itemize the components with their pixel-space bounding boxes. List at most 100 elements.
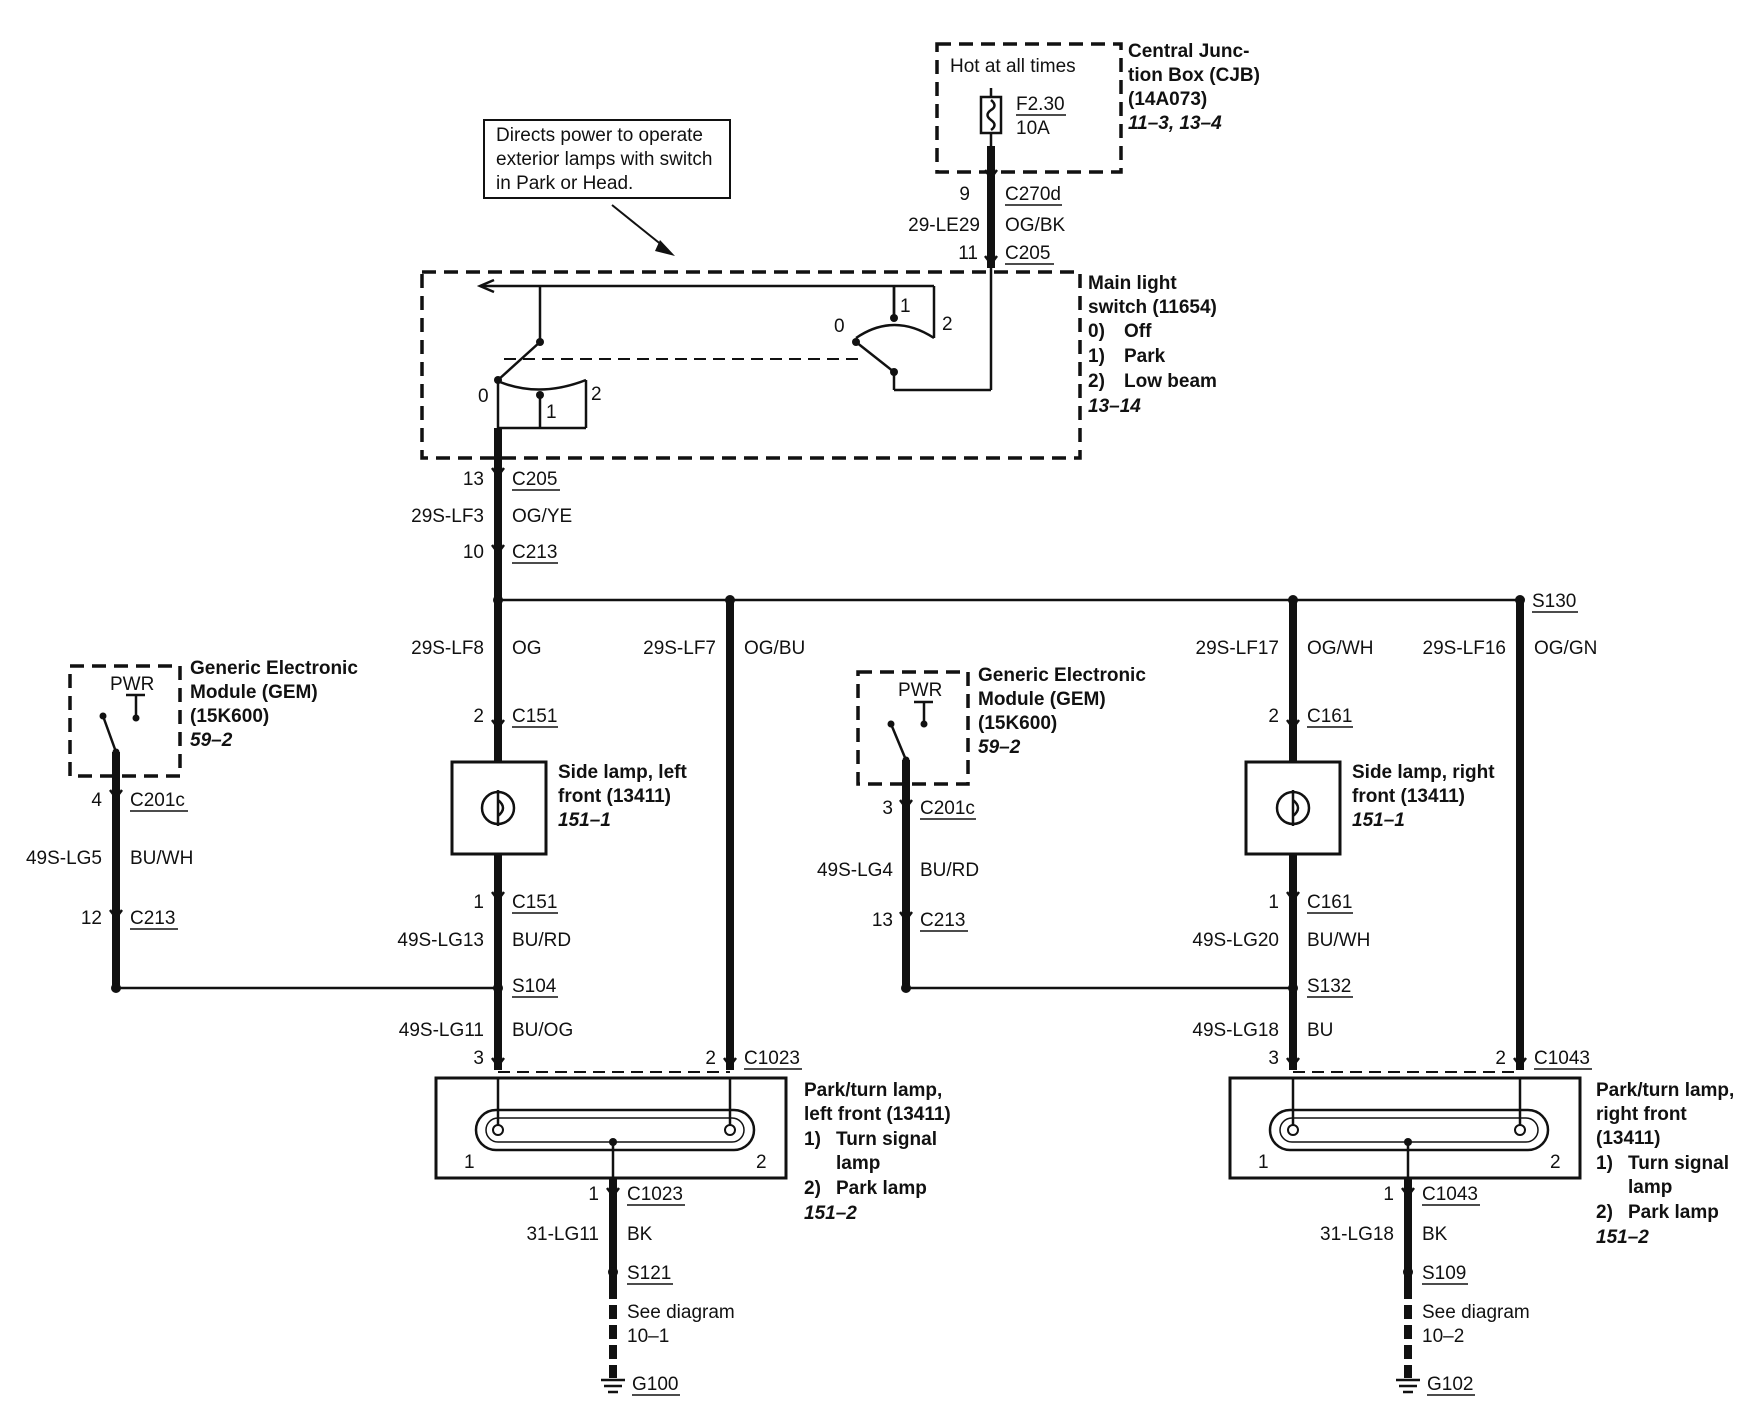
left-pt-item-1b: lamp — [836, 1153, 880, 1174]
gem-right-title-2: Module (GEM) — [978, 689, 1106, 710]
gem-right-pin-bottom: 13 — [872, 910, 893, 931]
right-pt-item-1a: Turn signal — [1628, 1153, 1729, 1174]
switch-pos-1-num: 1) — [1088, 346, 1105, 367]
right-color-b: OG/GN — [1534, 638, 1597, 659]
arrow-left-icon — [476, 278, 495, 294]
right-gnd-conn: C1043 — [1422, 1184, 1478, 1205]
callout-line-2: exterior lamps with switch — [496, 149, 712, 170]
gem-left: PWR Generic Electronic Module (GEM) (15K… — [26, 658, 498, 993]
gem-left-ref: 59–2 — [190, 730, 233, 751]
right-color-a: OG/WH — [1307, 638, 1374, 659]
left-pt-title-2: left front (13411) — [804, 1104, 951, 1125]
left-gnd-pin: 1 — [588, 1184, 599, 1205]
right-gnd-color: BK — [1422, 1224, 1448, 1245]
left-circuit-a: 29S-LF8 — [411, 638, 484, 659]
gem-right-circuit: 49S-LG4 — [817, 860, 893, 881]
switch-pos-0-num: 0) — [1088, 321, 1105, 342]
left-circuit-d: 49S-LG11 — [399, 1020, 484, 1041]
right-lamp-ref: 151–1 — [1352, 810, 1405, 831]
right-ground-icon — [1396, 1378, 1420, 1394]
switch-outline — [420, 270, 1082, 460]
left-pt-conn: C1023 — [744, 1048, 800, 1069]
switch-title-1: Main light — [1088, 273, 1177, 294]
left-gnd-conn: C1023 — [627, 1184, 683, 1205]
left-switch-pos-2: 2 — [591, 384, 602, 405]
right-bulb-2: 2 — [1550, 1152, 1561, 1173]
left-gnd-splice: S121 — [627, 1263, 671, 1284]
right-bulb-1: 1 — [1258, 1152, 1269, 1173]
right-pt-title-3: (13411) — [1596, 1128, 1660, 1149]
right-pt-title-1: Park/turn lamp, — [1596, 1080, 1734, 1101]
right-lamp-title-2: front (13411) — [1352, 786, 1465, 807]
right-front-circuit: 29S-LF17 OG/WH 29S-LF16 OG/GN 2 C161 Sid… — [1192, 600, 1734, 1396]
gem-left-pwr-icon — [126, 693, 145, 718]
gem-left-pwr: PWR — [110, 674, 154, 695]
callout-arrow-icon — [655, 240, 675, 256]
callout-line-3: in Park or Head. — [496, 173, 633, 194]
right-circuit-a: 29S-LF17 — [1196, 638, 1279, 659]
right-lamp-title-1: Side lamp, right — [1352, 762, 1495, 783]
right-see-1: See diagram — [1422, 1302, 1530, 1323]
left-pt-item-2: Park lamp — [836, 1178, 927, 1199]
switch-title-2: switch (11654) — [1088, 297, 1217, 318]
gem-left-outline — [68, 664, 182, 778]
right-pt-title-2: right front — [1596, 1104, 1687, 1125]
left-front-circuit: 29S-LF8 OG 29S-LF7 OG/BU 2 C151 Side lam… — [397, 600, 951, 1396]
gem-right-conn-top: C201c — [920, 798, 975, 819]
left-pt-pin-b: 2 — [705, 1048, 716, 1069]
output-conn-top: C205 — [512, 469, 557, 490]
left-lamp-pin-top: 2 — [473, 706, 484, 727]
main-light-switch: 0 1 2 0 1 2 Main light switch (11654) 0)… — [420, 268, 1217, 460]
right-see-2: 10–2 — [1422, 1326, 1464, 1347]
switch-ref: 13–14 — [1088, 396, 1141, 417]
right-park-turn-lamp — [1228, 1076, 1582, 1180]
right-color-d: BU — [1307, 1020, 1333, 1041]
switch-pos-2-label: Low beam — [1124, 371, 1217, 392]
left-pt-title-1: Park/turn lamp, — [804, 1080, 942, 1101]
feed-color: OG/BK — [1005, 215, 1066, 236]
output-circuit: 29S-LF3 — [411, 506, 484, 527]
callout-line-1: Directs power to operate — [496, 125, 703, 146]
switch-pos-0-label: Off — [1124, 321, 1152, 342]
right-pt-ref: 151–2 — [1596, 1227, 1649, 1248]
right-gnd-pin: 1 — [1383, 1184, 1394, 1205]
cjb-title-2: tion Box (CJB) — [1128, 65, 1260, 86]
fuse-icon — [979, 95, 1003, 135]
gem-left-pin-bottom: 12 — [81, 908, 102, 929]
switch-pos-1-label: Park — [1124, 346, 1166, 367]
right-lamp-pin-bottom: 1 — [1268, 892, 1279, 913]
cjb-ref: 11–3, 13–4 — [1128, 113, 1222, 134]
gem-right-ref: 59–2 — [978, 737, 1021, 758]
left-switch-pos-0: 0 — [478, 386, 489, 407]
right-gnd-circuit: 31-LG18 — [1320, 1224, 1394, 1245]
left-park-turn-lamp — [434, 1076, 788, 1180]
cjb-title-1: Central Junc- — [1128, 41, 1249, 62]
gem-right-pin-top: 3 — [882, 798, 893, 819]
gem-left-pin-top: 4 — [91, 790, 102, 811]
output-pin-bottom: 10 — [463, 542, 484, 563]
right-switch-pos-2: 2 — [942, 314, 953, 335]
left-gnd-circuit: 31-LG11 — [526, 1224, 599, 1245]
left-dual-filament-bulb-icon — [474, 1108, 756, 1152]
callout-note: Directs power to operate exterior lamps … — [483, 119, 731, 256]
left-pt-item-1-num: 1) — [804, 1129, 821, 1150]
gem-left-circuit: 49S-LG5 — [26, 848, 102, 869]
right-gnd-splice: S109 — [1422, 1263, 1466, 1284]
feed-circuit: 29-LE29 — [908, 215, 980, 236]
fuse-id: F2.30 — [1016, 94, 1065, 115]
right-pt-item-1b: lamp — [1628, 1177, 1672, 1198]
output-color: OG/YE — [512, 506, 572, 527]
right-pt-item-1-num: 1) — [1596, 1153, 1613, 1174]
gem-left-title-2: Module (GEM) — [190, 682, 318, 703]
fuse-amps: 10A — [1016, 118, 1050, 139]
right-pt-pin-a: 3 — [1268, 1048, 1279, 1069]
right-splice: S132 — [1307, 976, 1351, 997]
callout-box — [483, 119, 731, 199]
left-lamp-conn-top: C151 — [512, 706, 557, 727]
right-circuit-c: 49S-LG20 — [1192, 930, 1279, 951]
feed-conn-top: C270d — [1005, 184, 1061, 205]
right-pt-pin-b: 2 — [1495, 1048, 1506, 1069]
left-ground-icon — [601, 1378, 625, 1394]
output-pin-top: 13 — [463, 469, 484, 490]
